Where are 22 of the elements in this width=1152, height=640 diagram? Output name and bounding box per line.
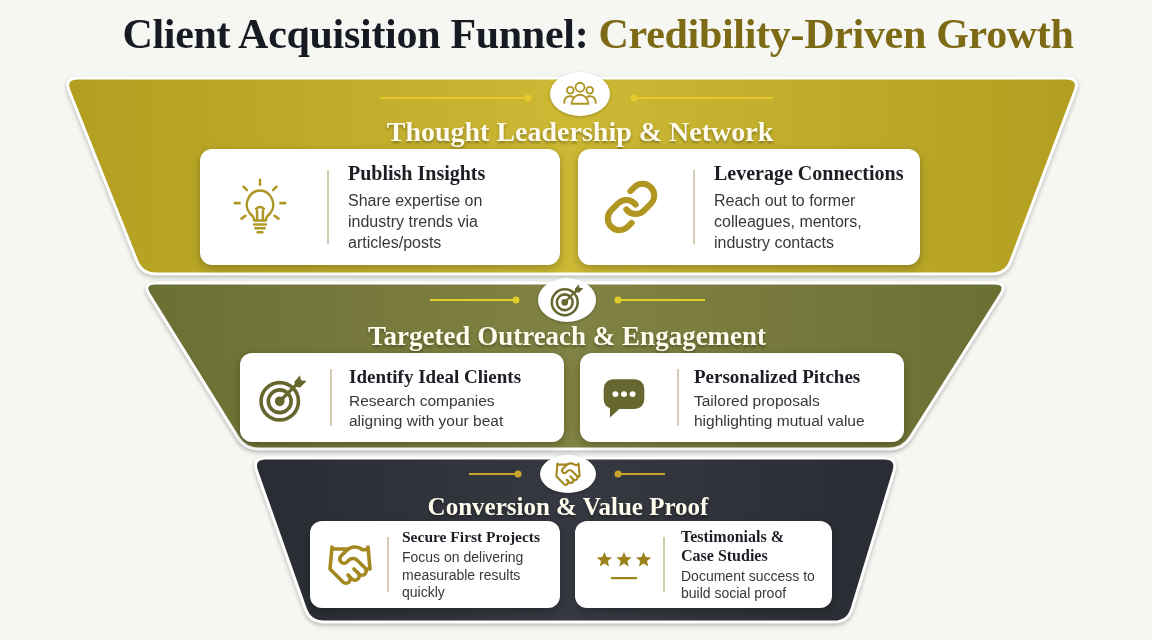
card-title: Testimonials & Case Studies xyxy=(681,526,785,565)
card-description: Tailored proposals highlighting mutual value xyxy=(694,390,866,431)
card-title: Secure First Projects xyxy=(402,527,540,547)
stage-heading: Conversion & Value Proof xyxy=(427,493,709,520)
step-card xyxy=(200,149,560,265)
stage-heading: Targeted Outreach & Engagement xyxy=(367,322,767,351)
step-card xyxy=(310,521,560,608)
step-card xyxy=(240,353,564,442)
step-card xyxy=(580,353,904,442)
diagram-title: Client Acquisition Funnel: Credibility-Driven Growth xyxy=(122,10,1074,59)
card-description: Reach out to former colleagues, mentors, industry contacts xyxy=(714,191,863,253)
card-title: Leverage Connections xyxy=(714,161,904,185)
card-description: Research companies aligning with your beat xyxy=(349,390,505,431)
card-description: Share expertise on industry trends via articles/posts xyxy=(348,191,484,253)
card-title: Personalized Pitches xyxy=(694,364,861,388)
step-card xyxy=(578,149,920,265)
card-description: Focus on delivering measurable results quickly xyxy=(402,549,525,602)
card-description: Document success to build social proof xyxy=(681,567,816,603)
card-title: Publish Insights xyxy=(348,161,486,185)
step-card xyxy=(575,521,832,608)
stage-heading: Thought Leadership & Network xyxy=(386,117,774,147)
card-title: Identify Ideal Clients xyxy=(349,364,522,388)
